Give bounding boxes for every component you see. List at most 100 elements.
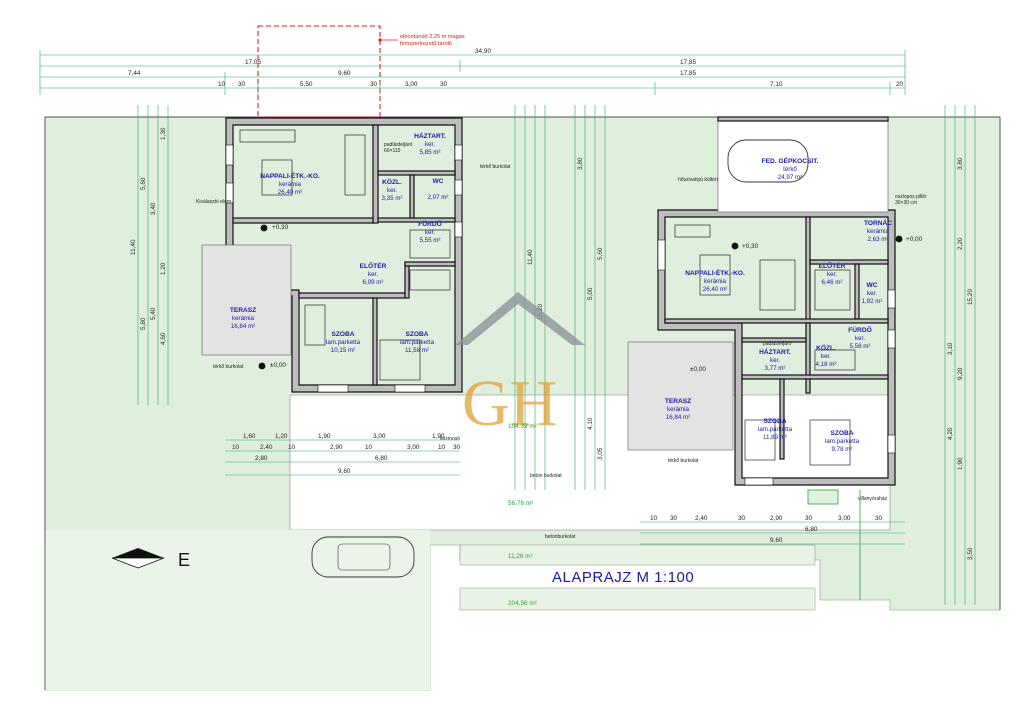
svg-text:10: 10 [288, 444, 296, 451]
svg-text:ELŐTÉR: ELŐTÉR [360, 261, 387, 270]
svg-text:ker.: ker. [425, 229, 435, 236]
demolish-note-2: fémszerkezetű tároló [400, 41, 452, 47]
svg-text:kerámia: kerámia [704, 278, 727, 285]
svg-text:kerámia: kerámia [232, 315, 255, 322]
svg-text:3,35 m²: 3,35 m² [382, 195, 403, 202]
right-terrace [627, 341, 734, 451]
carport [717, 116, 889, 213]
svg-text:ker.: ker. [425, 141, 435, 148]
svg-text:30: 30 [440, 81, 448, 88]
svg-text:oszlopos pillér: oszlopos pillér [895, 194, 927, 200]
svg-text:2,90: 2,90 [770, 515, 783, 522]
svg-text:SZOBA: SZOBA [405, 331, 428, 338]
svg-text:térkő burkolat: térkő burkolat [213, 364, 244, 370]
svg-text:1,20: 1,20 [275, 433, 288, 440]
svg-text:7,10: 7,10 [770, 81, 783, 88]
svg-text:villanyóraház: villanyóraház [858, 496, 888, 502]
svg-text:kerámia: kerámia [867, 228, 890, 235]
svg-text:±0,00: ±0,00 [270, 362, 286, 369]
svg-text:30: 30 [875, 515, 883, 522]
svg-text:NAPPALI-ÉTK.-KO.: NAPPALI-ÉTK.-KO. [685, 268, 745, 277]
svg-text:1,90: 1,90 [957, 457, 964, 470]
svg-text:hőszivattyú kültéri: hőszivattyú kültéri [678, 177, 718, 183]
svg-text:térkő burkolat: térkő burkolat [668, 458, 699, 464]
svg-text:TORNÁC: TORNÁC [864, 218, 892, 227]
svg-text:FÜRDŐ: FÜRDŐ [848, 325, 871, 334]
right-house: FED. GÉPKOCSIT. térkő 24,97 m² NAPPALI-É… [440, 116, 927, 540]
svg-text:lam.parketta: lam.parketta [758, 426, 793, 433]
left-house: NAPPALI-ÉTK.-KO. kerámia 26,40 m² HÁZTAR… [196, 117, 511, 393]
svg-text:10: 10 [438, 444, 446, 451]
svg-text:3,80: 3,80 [577, 157, 584, 170]
svg-text:TERASZ: TERASZ [230, 307, 256, 314]
svg-text:30: 30 [453, 444, 461, 451]
svg-text:E: E [178, 550, 190, 570]
svg-text:FÜRDŐ: FÜRDŐ [418, 219, 441, 228]
svg-text:+0,30: +0,30 [742, 243, 759, 250]
area-56: 56,76 m² [508, 500, 533, 507]
svg-text:+0,00: +0,00 [906, 236, 923, 243]
svg-text:30: 30 [238, 81, 246, 88]
svg-text:10: 10 [650, 515, 658, 522]
dim-top-b1: 7,44 [128, 70, 141, 77]
svg-text:30: 30 [738, 515, 746, 522]
svg-text:5,60: 5,60 [140, 177, 147, 190]
bottom-dimension-chains: 1,60 1,20 1,90 3,00 1,90 10 2,40 10 2,90… [225, 433, 905, 545]
svg-text:30: 30 [370, 81, 378, 88]
north-arrow: E [111, 548, 190, 570]
paved-driveway [289, 394, 891, 531]
svg-text:2,90: 2,90 [330, 444, 343, 451]
svg-text:3,50: 3,50 [967, 547, 974, 560]
svg-text:9,60: 9,60 [338, 468, 351, 475]
svg-text:3,40: 3,40 [150, 202, 157, 215]
svg-text:3,00: 3,00 [405, 81, 418, 88]
svg-text:1,20: 1,20 [160, 262, 167, 275]
svg-text:1,30: 1,30 [160, 127, 167, 140]
svg-text:3,00: 3,00 [838, 515, 851, 522]
svg-text:26,40 m²: 26,40 m² [703, 286, 727, 293]
svg-text:HÁZTART.: HÁZTART. [759, 347, 791, 356]
svg-text:5,40: 5,40 [150, 307, 157, 320]
svg-text:3,77 m²: 3,77 m² [765, 365, 786, 372]
top-dimension-chains: 34,90 17,05 17,85 7,44 9,60 17,85 10 30 … [39, 48, 906, 95]
svg-text:11,58 m²: 11,58 m² [405, 347, 429, 354]
svg-text:padlásfeljáró: padlásfeljáró [763, 341, 792, 347]
svg-text:ker.: ker. [387, 187, 397, 194]
svg-text:10: 10 [218, 81, 226, 88]
svg-text:térkő: térkő [783, 166, 797, 173]
svg-text:4,20: 4,20 [947, 427, 954, 440]
concrete-paving [45, 530, 430, 690]
dim-top-b3: 17,85 [680, 70, 696, 77]
svg-text:30×30 cm: 30×30 cm [895, 200, 917, 206]
svg-text:6,80: 6,80 [375, 455, 388, 462]
svg-text:10,15 m²: 10,15 m² [331, 347, 355, 354]
vertical-dimension-chains: 11,40 5,60 5,80 3,40 5,40 1,30 1,20 4,60… [130, 105, 976, 605]
svg-text:16,84 m²: 16,84 m² [666, 414, 690, 421]
left-terrace [201, 244, 292, 356]
svg-text:2,40: 2,40 [695, 515, 708, 522]
svg-text:Kiválasztó elem: Kiválasztó elem [196, 199, 231, 205]
svg-text:5,60: 5,60 [597, 247, 604, 260]
svg-text:NAPPALI-ÉTK.-KO.: NAPPALI-ÉTK.-KO. [260, 171, 320, 180]
strip-1 [459, 544, 816, 566]
svg-text:4,10: 4,10 [587, 417, 594, 430]
svg-text:5,50: 5,50 [300, 81, 313, 88]
svg-text:HÁZTART.: HÁZTART. [414, 131, 446, 140]
svg-text:2,07 m²: 2,07 m² [428, 194, 449, 201]
svg-text:5,55 m²: 5,55 m² [420, 237, 441, 244]
svg-text:11,40: 11,40 [130, 239, 137, 255]
svg-text:lam.parketta: lam.parketta [400, 339, 435, 346]
svg-text:3,00: 3,00 [373, 433, 386, 440]
svg-text:9,78 m²: 9,78 m² [832, 446, 853, 453]
svg-text:6,46 m²: 6,46 m² [822, 279, 843, 286]
svg-text:3,05: 3,05 [597, 447, 604, 460]
svg-text:11,40: 11,40 [527, 249, 534, 265]
svg-text:30: 30 [670, 515, 678, 522]
car-outline [311, 536, 415, 578]
svg-text:10: 10 [232, 444, 240, 451]
svg-text:11,89 m²: 11,89 m² [763, 434, 787, 441]
svg-text:ELŐTÉR: ELŐTÉR [819, 261, 846, 270]
svg-text:60×110: 60×110 [384, 148, 401, 154]
